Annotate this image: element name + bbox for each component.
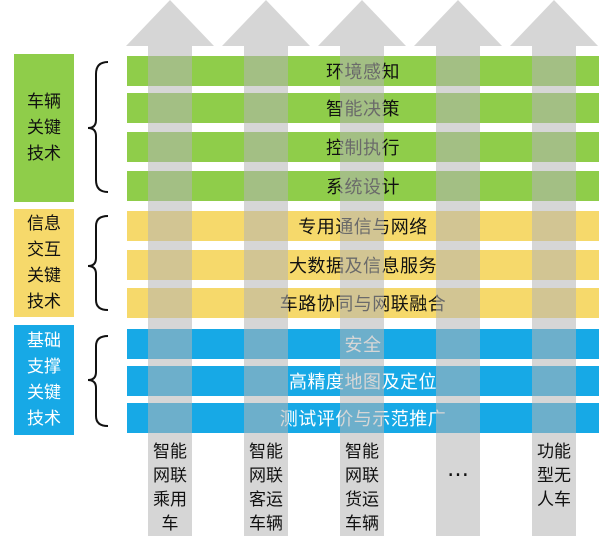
band-hd-map-positioning: 高精度地图及定位 [127,366,599,396]
band-label: 控制执行 [326,138,400,159]
group-label: 车辆 关键 技术 [27,92,61,164]
group-vehicle-key-tech: 车辆 关键 技术 [14,54,74,202]
band-label: 专用通信与网络 [298,217,428,238]
band-label: 安全 [344,335,382,356]
vehicle-ellipsis: … [447,457,469,482]
band-label: 测试评价与示范推广 [279,409,447,430]
band-big-data-services: 大数据及信息服务 [127,250,599,280]
group-label: 信息 交互 关键 技术 [27,214,61,312]
vehicle-freight-transport: 智能 网联 货运 车辆 [345,442,379,534]
band-label: 环境感知 [326,62,400,83]
band-label: 大数据及信息服务 [289,256,437,277]
bracket-vehicle [87,61,109,193]
band-testing-demonstration: 测试评价与示范推广 [127,403,599,433]
band-system-design: 系统设计 [127,171,599,201]
band-safety: 安全 [127,329,599,359]
band-vehicle-road-coordination: 车路协同与网联融合 [127,288,599,318]
band-label: 智能决策 [326,99,400,120]
band-intelligent-decision: 智能决策 [127,93,599,123]
band-dedicated-communication: 专用通信与网络 [127,211,599,241]
vehicle-passenger-car: 智能 网联 乘用 车 [153,442,187,534]
vehicle-passenger-transport: 智能 网联 客运 车辆 [249,442,283,534]
vehicle-functional-unmanned: 功能 型无 人车 [537,442,571,510]
band-control-execution: 控制执行 [127,132,599,162]
group-label: 基础 支撑 关键 技术 [27,331,61,429]
band-label: 系统设计 [326,177,400,198]
band-label: 高精度地图及定位 [289,372,437,393]
band-environment-perception: 环境感知 [127,56,599,86]
group-foundation-support-key-tech: 基础 支撑 关键 技术 [14,325,74,435]
band-label: 车路协同与网联融合 [279,294,447,315]
group-info-interaction-key-tech: 信息 交互 关键 技术 [14,209,74,317]
bracket-foundation [87,335,109,427]
bracket-info [87,215,109,311]
